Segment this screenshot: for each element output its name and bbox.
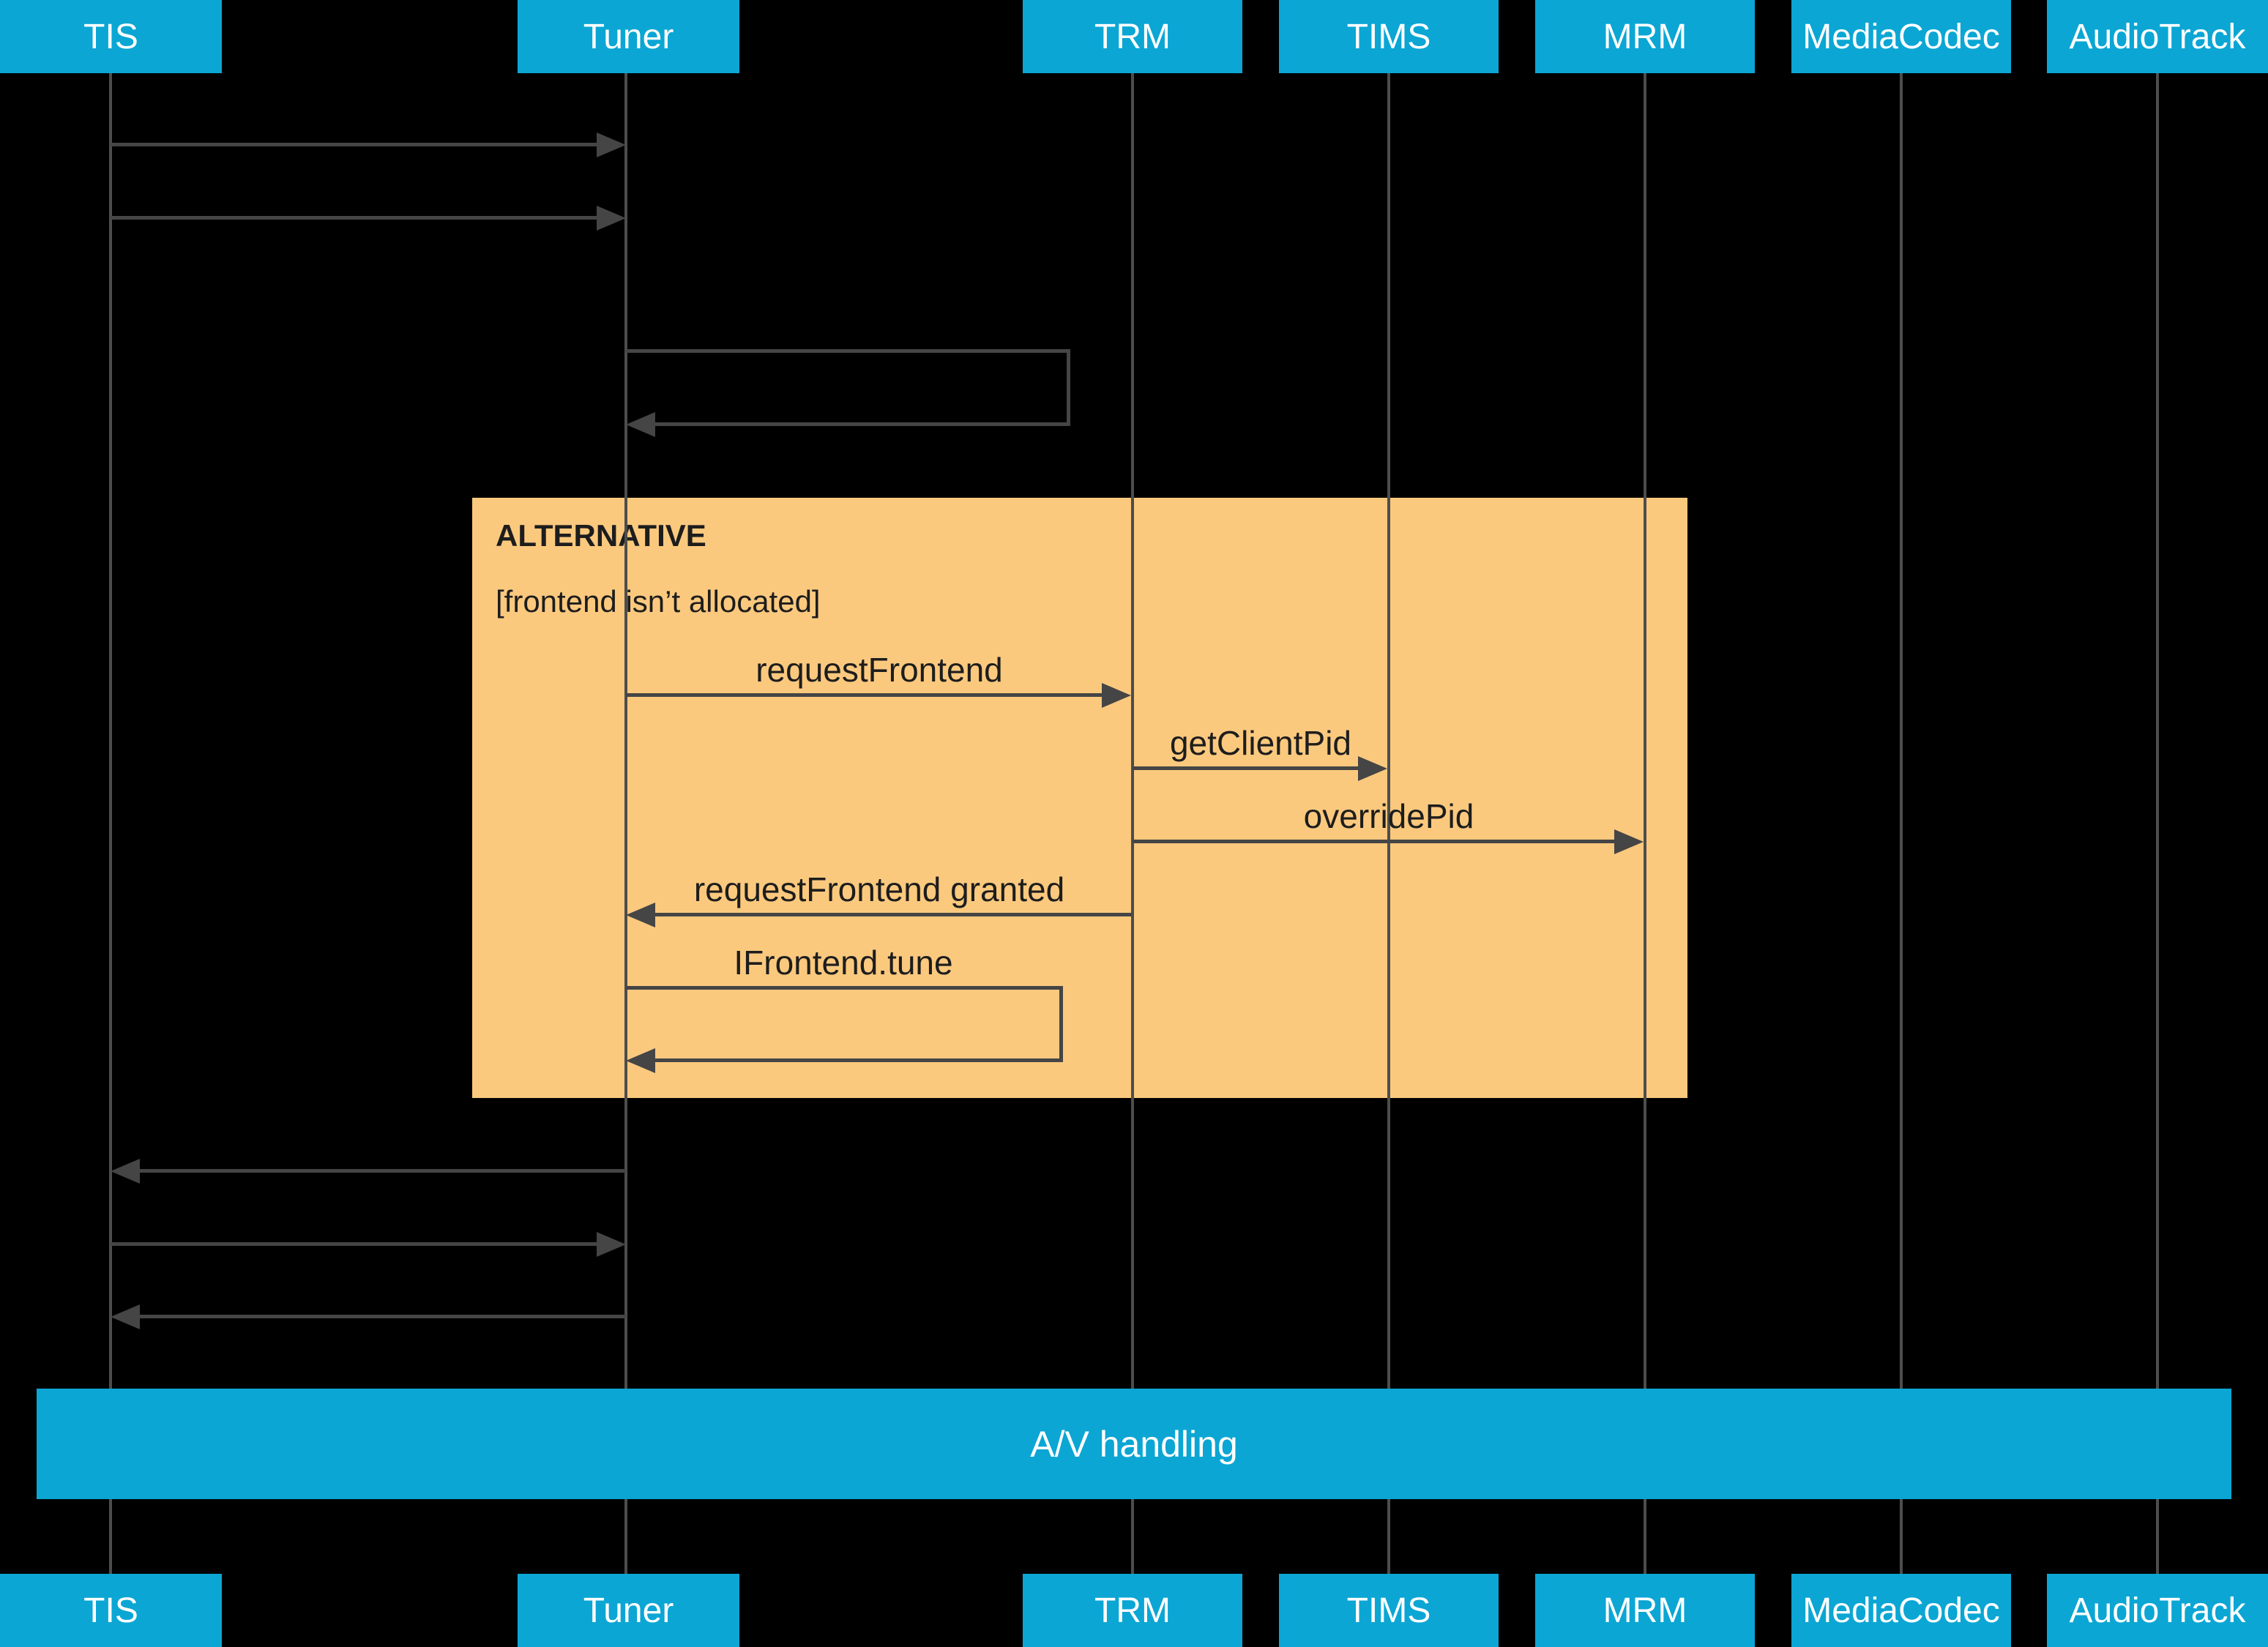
participant-label: AudioTrack xyxy=(2069,17,2246,56)
participant-bottom-mediacodec: MediaCodec xyxy=(1791,1574,2011,1647)
message-arrow-1-head xyxy=(597,206,626,231)
participant-label: TRM xyxy=(1094,1591,1171,1630)
message-arrow-3-line xyxy=(626,693,1103,697)
participant-bottom-audiotrack: AudioTrack xyxy=(2047,1574,2268,1647)
participant-top-tuner: Tuner xyxy=(518,0,739,73)
message-arrow-9-line xyxy=(111,1242,598,1246)
message-arrow-4-head xyxy=(1358,756,1387,781)
alt-fragment-keyword: ALTERNATIVE xyxy=(496,518,706,553)
message-arrow-4-line xyxy=(1133,766,1361,770)
participant-top-trm: TRM xyxy=(1023,0,1242,73)
participant-label: AudioTrack xyxy=(2069,1591,2246,1630)
participant-label: MediaCodec xyxy=(1802,17,2000,56)
participant-label: MediaCodec xyxy=(1802,1591,2000,1630)
participant-label: Tuner xyxy=(583,1591,674,1630)
lifeline-trm xyxy=(1131,73,1134,1574)
lifeline-mrm xyxy=(1644,73,1646,1574)
message-arrow-8-head xyxy=(111,1159,140,1184)
participant-label: MRM xyxy=(1603,1591,1687,1630)
message-arrow-9-head xyxy=(597,1232,626,1257)
lifeline-tuner xyxy=(624,73,627,1574)
participant-label: TIMS xyxy=(1346,1591,1431,1630)
participant-label: MRM xyxy=(1603,17,1687,56)
participant-label: Tuner xyxy=(583,17,674,56)
message-label-requestfrontend-granted: requestFrontend granted xyxy=(693,870,1065,908)
message-arrow-0-line xyxy=(111,143,598,146)
message-arrow-10-line xyxy=(138,1315,626,1318)
participant-label: TIS xyxy=(83,17,138,56)
participant-bottom-tims: TIMS xyxy=(1279,1574,1499,1647)
message-arrow-2-top xyxy=(626,349,1070,353)
message-arrow-3-head xyxy=(1102,683,1131,708)
message-arrow-6-head xyxy=(626,903,655,927)
message-arrow-7-head xyxy=(626,1048,655,1073)
participant-top-tis: TIS xyxy=(0,0,222,73)
message-arrow-8-line xyxy=(138,1169,626,1173)
message-label-overridepid: overridePid xyxy=(1303,797,1474,835)
message-arrow-5-head xyxy=(1614,829,1644,854)
participant-label: TRM xyxy=(1094,17,1171,56)
participant-top-tims: TIMS xyxy=(1279,0,1499,73)
message-arrow-0-head xyxy=(597,132,626,157)
message-arrow-7-bottom xyxy=(654,1058,1063,1062)
lifeline-mediacodec xyxy=(1900,73,1903,1574)
message-arrow-2-bottom xyxy=(654,422,1070,426)
message-label-requestfrontend: requestFrontend xyxy=(756,651,1003,689)
message-arrow-7-top xyxy=(626,986,1063,990)
participant-bottom-mrm: MRM xyxy=(1535,1574,1755,1647)
participant-top-audiotrack: AudioTrack xyxy=(2047,0,2268,73)
message-arrow-10-head xyxy=(111,1304,140,1329)
message-arrow-2-head xyxy=(626,412,655,437)
lifeline-tims xyxy=(1387,73,1390,1574)
alt-fragment-condition: [frontend isn’t allocated] xyxy=(496,584,821,619)
message-label-ifrontend-tune: IFrontend.tune xyxy=(734,944,953,982)
av-handling-band: A/V handling xyxy=(37,1389,2231,1499)
message-arrow-2-side xyxy=(1067,349,1070,426)
message-label-getclientpid: getClientPid xyxy=(1169,724,1352,762)
lifeline-audiotrack xyxy=(2156,73,2159,1574)
participant-label: TIS xyxy=(83,1591,138,1630)
participant-top-mediacodec: MediaCodec xyxy=(1791,0,2011,73)
participant-bottom-trm: TRM xyxy=(1023,1574,1242,1647)
av-handling-label: A/V handling xyxy=(1030,1423,1238,1465)
message-arrow-5-line xyxy=(1133,840,1617,843)
message-arrow-1-line xyxy=(111,216,598,220)
alt-fragment: ALTERNATIVE [frontend isn’t allocated] xyxy=(472,498,1687,1098)
lifeline-tis xyxy=(109,73,112,1574)
message-arrow-6-line xyxy=(654,913,1133,916)
participant-label: TIMS xyxy=(1346,17,1431,56)
message-arrow-7-side xyxy=(1059,986,1063,1062)
participant-bottom-tuner: Tuner xyxy=(518,1574,739,1647)
participant-top-mrm: MRM xyxy=(1535,0,1755,73)
participant-bottom-tis: TIS xyxy=(0,1574,222,1647)
